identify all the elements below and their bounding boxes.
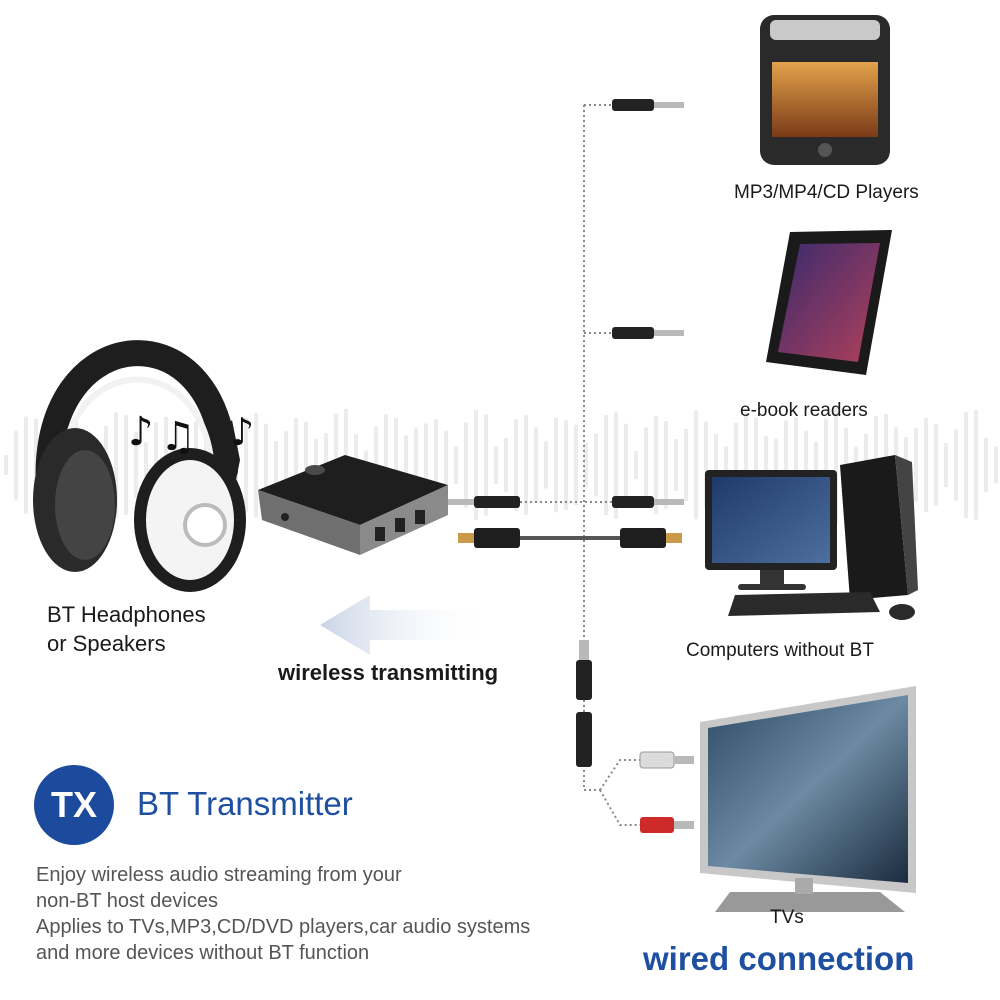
description-text: Enjoy wireless audio streaming from your… [36, 862, 530, 966]
svg-text:♫: ♫ [160, 414, 196, 460]
description-line: Applies to TVs,MP3,CD/DVD players,car au… [36, 916, 531, 938]
audio-jack-transmitter [448, 496, 520, 508]
rca-plug-white [639, 751, 694, 769]
bt-transmitter-device [258, 455, 448, 555]
headphones-label: BT Headphones or Speakers [47, 602, 206, 656]
music-notes-icon: ♪ ♫ ♪ [128, 409, 254, 460]
description-line: Enjoy wireless audio streaming from your [36, 864, 402, 886]
audio-jack-ebook [612, 327, 684, 339]
ebook-reader-device [766, 230, 892, 375]
tv-device [700, 686, 916, 912]
audio-jack-computer [612, 496, 684, 508]
bt-transmitter-title: BT Transmitter [137, 785, 353, 822]
computer-device [705, 455, 918, 620]
description-line: non-BT host devices [36, 890, 218, 912]
vertical-jack-adapter [576, 640, 592, 767]
svg-text:♪: ♪ [230, 410, 254, 454]
description-line: and more devices without BT function [36, 942, 370, 964]
wireless-transmitting-label: wireless transmitting [278, 660, 499, 685]
rca-plug-red [640, 817, 694, 833]
ebook-readers-label: e-book readers [740, 400, 868, 421]
mp3-player-device [760, 15, 890, 165]
wired-connection-lines [520, 104, 640, 826]
tx-badge: TX [34, 765, 114, 845]
wireless-arrow [320, 595, 490, 655]
audio-jack-mp3 [612, 99, 684, 111]
tvs-label: TVs [770, 907, 804, 928]
optical-cable [458, 528, 682, 548]
bt-headphones [33, 340, 246, 592]
computers-label: Computers without BT [686, 640, 874, 661]
svg-text:♪: ♪ [128, 409, 154, 455]
wired-connection-label: wired connection [643, 940, 915, 977]
mp3-players-label: MP3/MP4/CD Players [734, 182, 919, 203]
